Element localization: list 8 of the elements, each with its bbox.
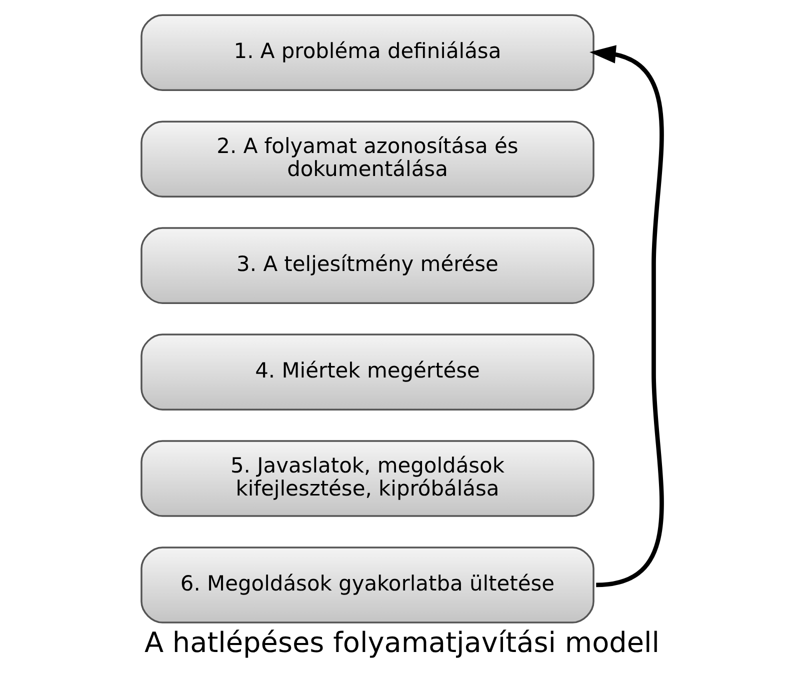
caption: A hatlépéses folyamatjavítási modell (144, 626, 660, 659)
arrow (589, 45, 664, 588)
node-box: 2. A folyamat azonosítása és dokumentálása (140, 120, 594, 198)
node-box: 1. A probléma definiálása (140, 14, 594, 92)
node-box: 5. Javaslatok, megoldások kifejlesztése, kipróbálása (140, 440, 594, 517)
node-box: 4. Miértek megértése (140, 334, 594, 410)
node-box: 6. Megoldások gyakorlatba ültetése (140, 546, 594, 624)
node-box: 3. A teljesítmény mérése (140, 227, 594, 304)
